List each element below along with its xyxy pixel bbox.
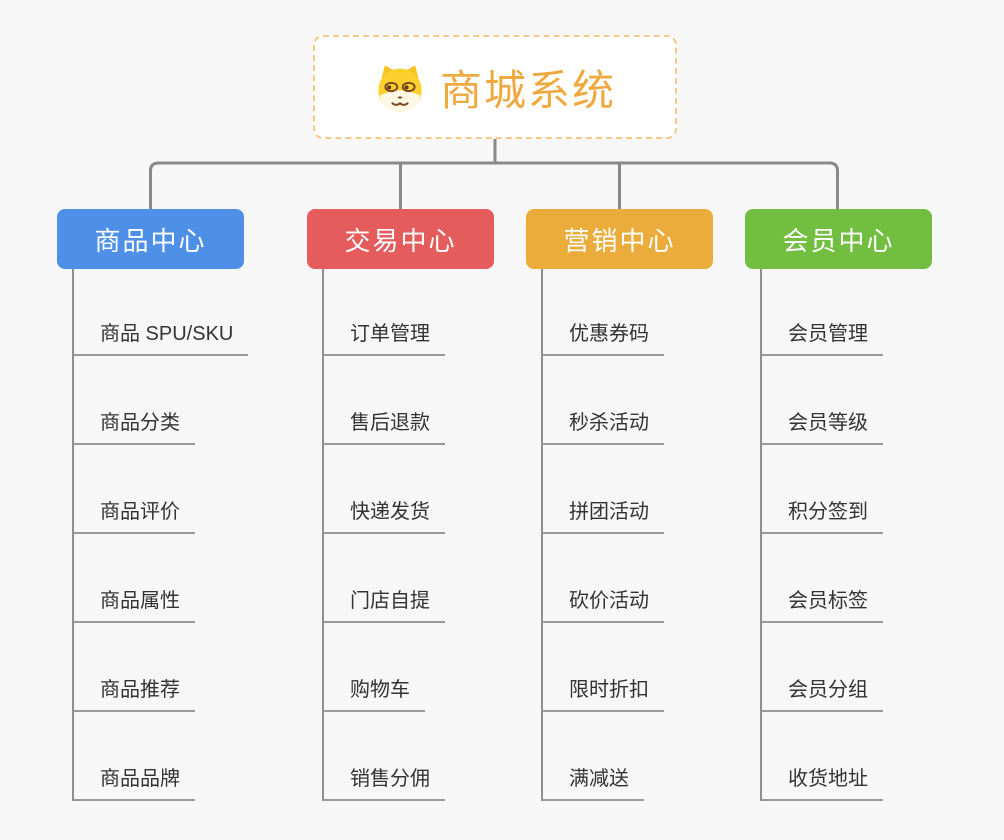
branch-column-line (72, 269, 74, 801)
branch-group: 交易中心订单管理售后退款快递发货门店自提购物车销售分佣 (307, 209, 557, 809)
leaf-topic[interactable]: 门店自提 (323, 584, 445, 623)
leaf-topic[interactable]: 秒杀活动 (542, 406, 664, 445)
branch-column-line (541, 269, 543, 801)
branch-column-line (322, 269, 324, 801)
leaf-topic[interactable]: 商品推荐 (73, 673, 195, 712)
leaf-topic[interactable]: 商品品牌 (73, 762, 195, 801)
leaf-topic[interactable]: 订单管理 (323, 317, 445, 356)
leaf-topic[interactable]: 拼团活动 (542, 495, 664, 534)
branch-rail-line (149, 161, 839, 209)
leaf-topic[interactable]: 快递发货 (323, 495, 445, 534)
leaf-topic[interactable]: 会员等级 (761, 406, 883, 445)
branch-node[interactable]: 商品中心 (57, 209, 244, 269)
root-node[interactable]: 商城系统 (313, 35, 677, 139)
branch-group: 商品中心商品 SPU/SKU 商品分类商品评价商品属性商品推荐商品品牌 (57, 209, 307, 809)
leaf-topic[interactable]: 购物车 (323, 673, 425, 712)
leaf-topic[interactable]: 商品 SPU/SKU (73, 317, 249, 356)
leaf-topic[interactable]: 砍价活动 (542, 584, 664, 623)
branch-node[interactable]: 会员中心 (745, 209, 932, 269)
leaf-topic[interactable]: 积分签到 (761, 495, 883, 534)
branch-group: 会员中心会员管理会员等级积分签到会员标签会员分组收货地址 (745, 209, 995, 809)
leaf-topic[interactable]: 销售分佣 (323, 762, 445, 801)
dog-face-icon (378, 65, 422, 112)
leaf-topic[interactable]: 售后退款 (323, 406, 445, 445)
branch-node[interactable]: 营销中心 (526, 209, 713, 269)
leaf-topic[interactable]: 会员标签 (761, 584, 883, 623)
branch-column-line (760, 269, 762, 801)
leaf-topic[interactable]: 商品评价 (73, 495, 195, 534)
leaf-topic[interactable]: 优惠券码 (542, 317, 664, 356)
leaf-topic[interactable]: 收货地址 (761, 762, 883, 801)
leaf-topic[interactable]: 商品分类 (73, 406, 195, 445)
leaf-topic[interactable]: 限时折扣 (542, 673, 664, 712)
branch-node[interactable]: 交易中心 (307, 209, 494, 269)
leaf-topic[interactable]: 满减送 (542, 762, 644, 801)
root-title: 商城系统 (439, 66, 616, 114)
leaf-topic[interactable]: 会员分组 (761, 673, 883, 712)
leaf-topic[interactable]: 会员管理 (761, 317, 883, 356)
branch-group: 营销中心优惠券码秒杀活动拼团活动砍价活动限时折扣满减送 (526, 209, 776, 809)
leaf-topic[interactable]: 商品属性 (73, 584, 195, 623)
